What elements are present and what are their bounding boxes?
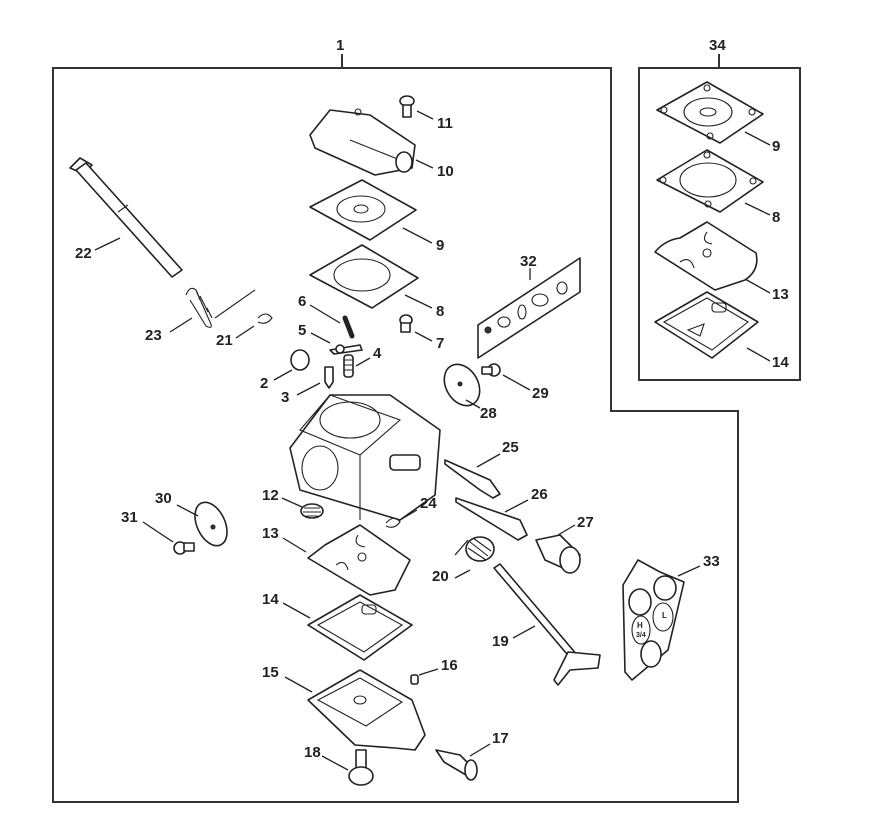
screw-31[interactable] bbox=[173, 541, 195, 555]
spring-20[interactable] bbox=[465, 536, 495, 562]
callout-kit-14[interactable]: 14 bbox=[772, 354, 789, 371]
screw-11[interactable] bbox=[399, 95, 415, 118]
callout-17[interactable]: 17 bbox=[492, 730, 509, 747]
callout-13[interactable]: 13 bbox=[262, 525, 279, 542]
kit-gasket-8[interactable] bbox=[656, 149, 764, 213]
screw-29[interactable] bbox=[481, 363, 501, 377]
spindle-6[interactable] bbox=[342, 315, 355, 339]
callout-18[interactable]: 18 bbox=[304, 744, 321, 761]
inlet-control-lever-5[interactable] bbox=[329, 344, 363, 355]
cover-label-l: L bbox=[662, 611, 667, 620]
callout-24[interactable]: 24 bbox=[420, 495, 437, 512]
end-cover-15[interactable] bbox=[307, 669, 426, 751]
callout-20[interactable]: 20 bbox=[432, 568, 449, 585]
choke-shaft-19[interactable] bbox=[493, 563, 601, 686]
callout-27[interactable]: 27 bbox=[577, 514, 594, 531]
e-clip-21[interactable] bbox=[257, 313, 273, 324]
callout-26[interactable]: 26 bbox=[531, 486, 548, 503]
plug-2[interactable] bbox=[290, 349, 310, 371]
callout-34[interactable]: 34 bbox=[709, 37, 726, 54]
callout-5[interactable]: 5 bbox=[298, 322, 306, 339]
limiter-cap-27[interactable] bbox=[535, 534, 581, 574]
inlet-needle-3[interactable] bbox=[324, 366, 334, 389]
plug-16[interactable] bbox=[410, 674, 419, 685]
cover-label-fraction: 3/4 bbox=[636, 632, 646, 639]
choke-shutter-30[interactable] bbox=[189, 497, 234, 551]
callout-14[interactable]: 14 bbox=[262, 591, 279, 608]
callout-6[interactable]: 6 bbox=[298, 293, 306, 310]
callout-kit-8[interactable]: 8 bbox=[772, 209, 780, 226]
cover-label-h: H bbox=[637, 621, 643, 630]
callout-23[interactable]: 23 bbox=[145, 327, 162, 344]
callout-28[interactable]: 28 bbox=[480, 405, 497, 422]
callout-kit-13[interactable]: 13 bbox=[772, 286, 789, 303]
kit-gasket-14[interactable] bbox=[654, 291, 759, 359]
fixed-jet-screw-17[interactable] bbox=[435, 749, 478, 781]
pump-diaphragm-13[interactable] bbox=[307, 524, 411, 596]
callout-4[interactable]: 4 bbox=[373, 345, 382, 362]
callout-33[interactable]: 33 bbox=[703, 553, 720, 570]
callout-3[interactable]: 3 bbox=[281, 389, 289, 406]
callout-2[interactable]: 2 bbox=[260, 375, 268, 392]
callout-9[interactable]: 9 bbox=[436, 237, 444, 254]
callout-32[interactable]: 32 bbox=[520, 253, 537, 270]
metering-diaphragm-9[interactable] bbox=[309, 179, 417, 241]
callout-kit-9[interactable]: 9 bbox=[772, 138, 780, 155]
low-speed-screw-25[interactable] bbox=[444, 459, 501, 499]
callout-10[interactable]: 10 bbox=[437, 163, 454, 180]
repair-kit-32[interactable] bbox=[477, 257, 581, 359]
adjusting-screw-cover-33[interactable]: H 3/4 L bbox=[622, 559, 685, 681]
screw-7[interactable] bbox=[399, 314, 413, 333]
gasket-8[interactable] bbox=[309, 244, 419, 309]
kit-metering-diaphragm[interactable] bbox=[656, 81, 764, 144]
callout-22[interactable]: 22 bbox=[75, 245, 92, 262]
throttle-shutter-28[interactable] bbox=[437, 358, 487, 412]
screw-18[interactable] bbox=[348, 749, 374, 786]
callout-7[interactable]: 7 bbox=[436, 335, 444, 352]
callout-8[interactable]: 8 bbox=[436, 303, 444, 320]
callout-15[interactable]: 15 bbox=[262, 664, 279, 681]
callout-11[interactable]: 11 bbox=[437, 115, 453, 132]
callout-25[interactable]: 25 bbox=[502, 439, 519, 456]
carburetor-body[interactable] bbox=[289, 394, 441, 521]
torsion-spring-23[interactable] bbox=[185, 287, 256, 328]
callout-31[interactable]: 31 bbox=[121, 509, 138, 526]
callout-12[interactable]: 12 bbox=[262, 487, 279, 504]
callout-16[interactable]: 16 bbox=[441, 657, 458, 674]
callout-21[interactable]: 21 bbox=[216, 332, 233, 349]
kit-pump-diaphragm[interactable] bbox=[654, 221, 758, 291]
callout-1[interactable]: 1 bbox=[336, 37, 344, 54]
callout-30[interactable]: 30 bbox=[155, 490, 172, 507]
high-speed-screw-26[interactable] bbox=[455, 497, 528, 541]
callout-19[interactable]: 19 bbox=[492, 633, 509, 650]
gasket-14[interactable] bbox=[307, 594, 413, 661]
assembly-frame bbox=[52, 67, 739, 803]
callout-29[interactable]: 29 bbox=[532, 385, 549, 402]
throttle-shaft-22[interactable] bbox=[69, 157, 183, 278]
strainer-12[interactable] bbox=[300, 503, 324, 519]
spring-4[interactable] bbox=[343, 354, 354, 378]
e-clip-24[interactable] bbox=[385, 517, 401, 528]
end-cover-10[interactable] bbox=[309, 108, 416, 176]
